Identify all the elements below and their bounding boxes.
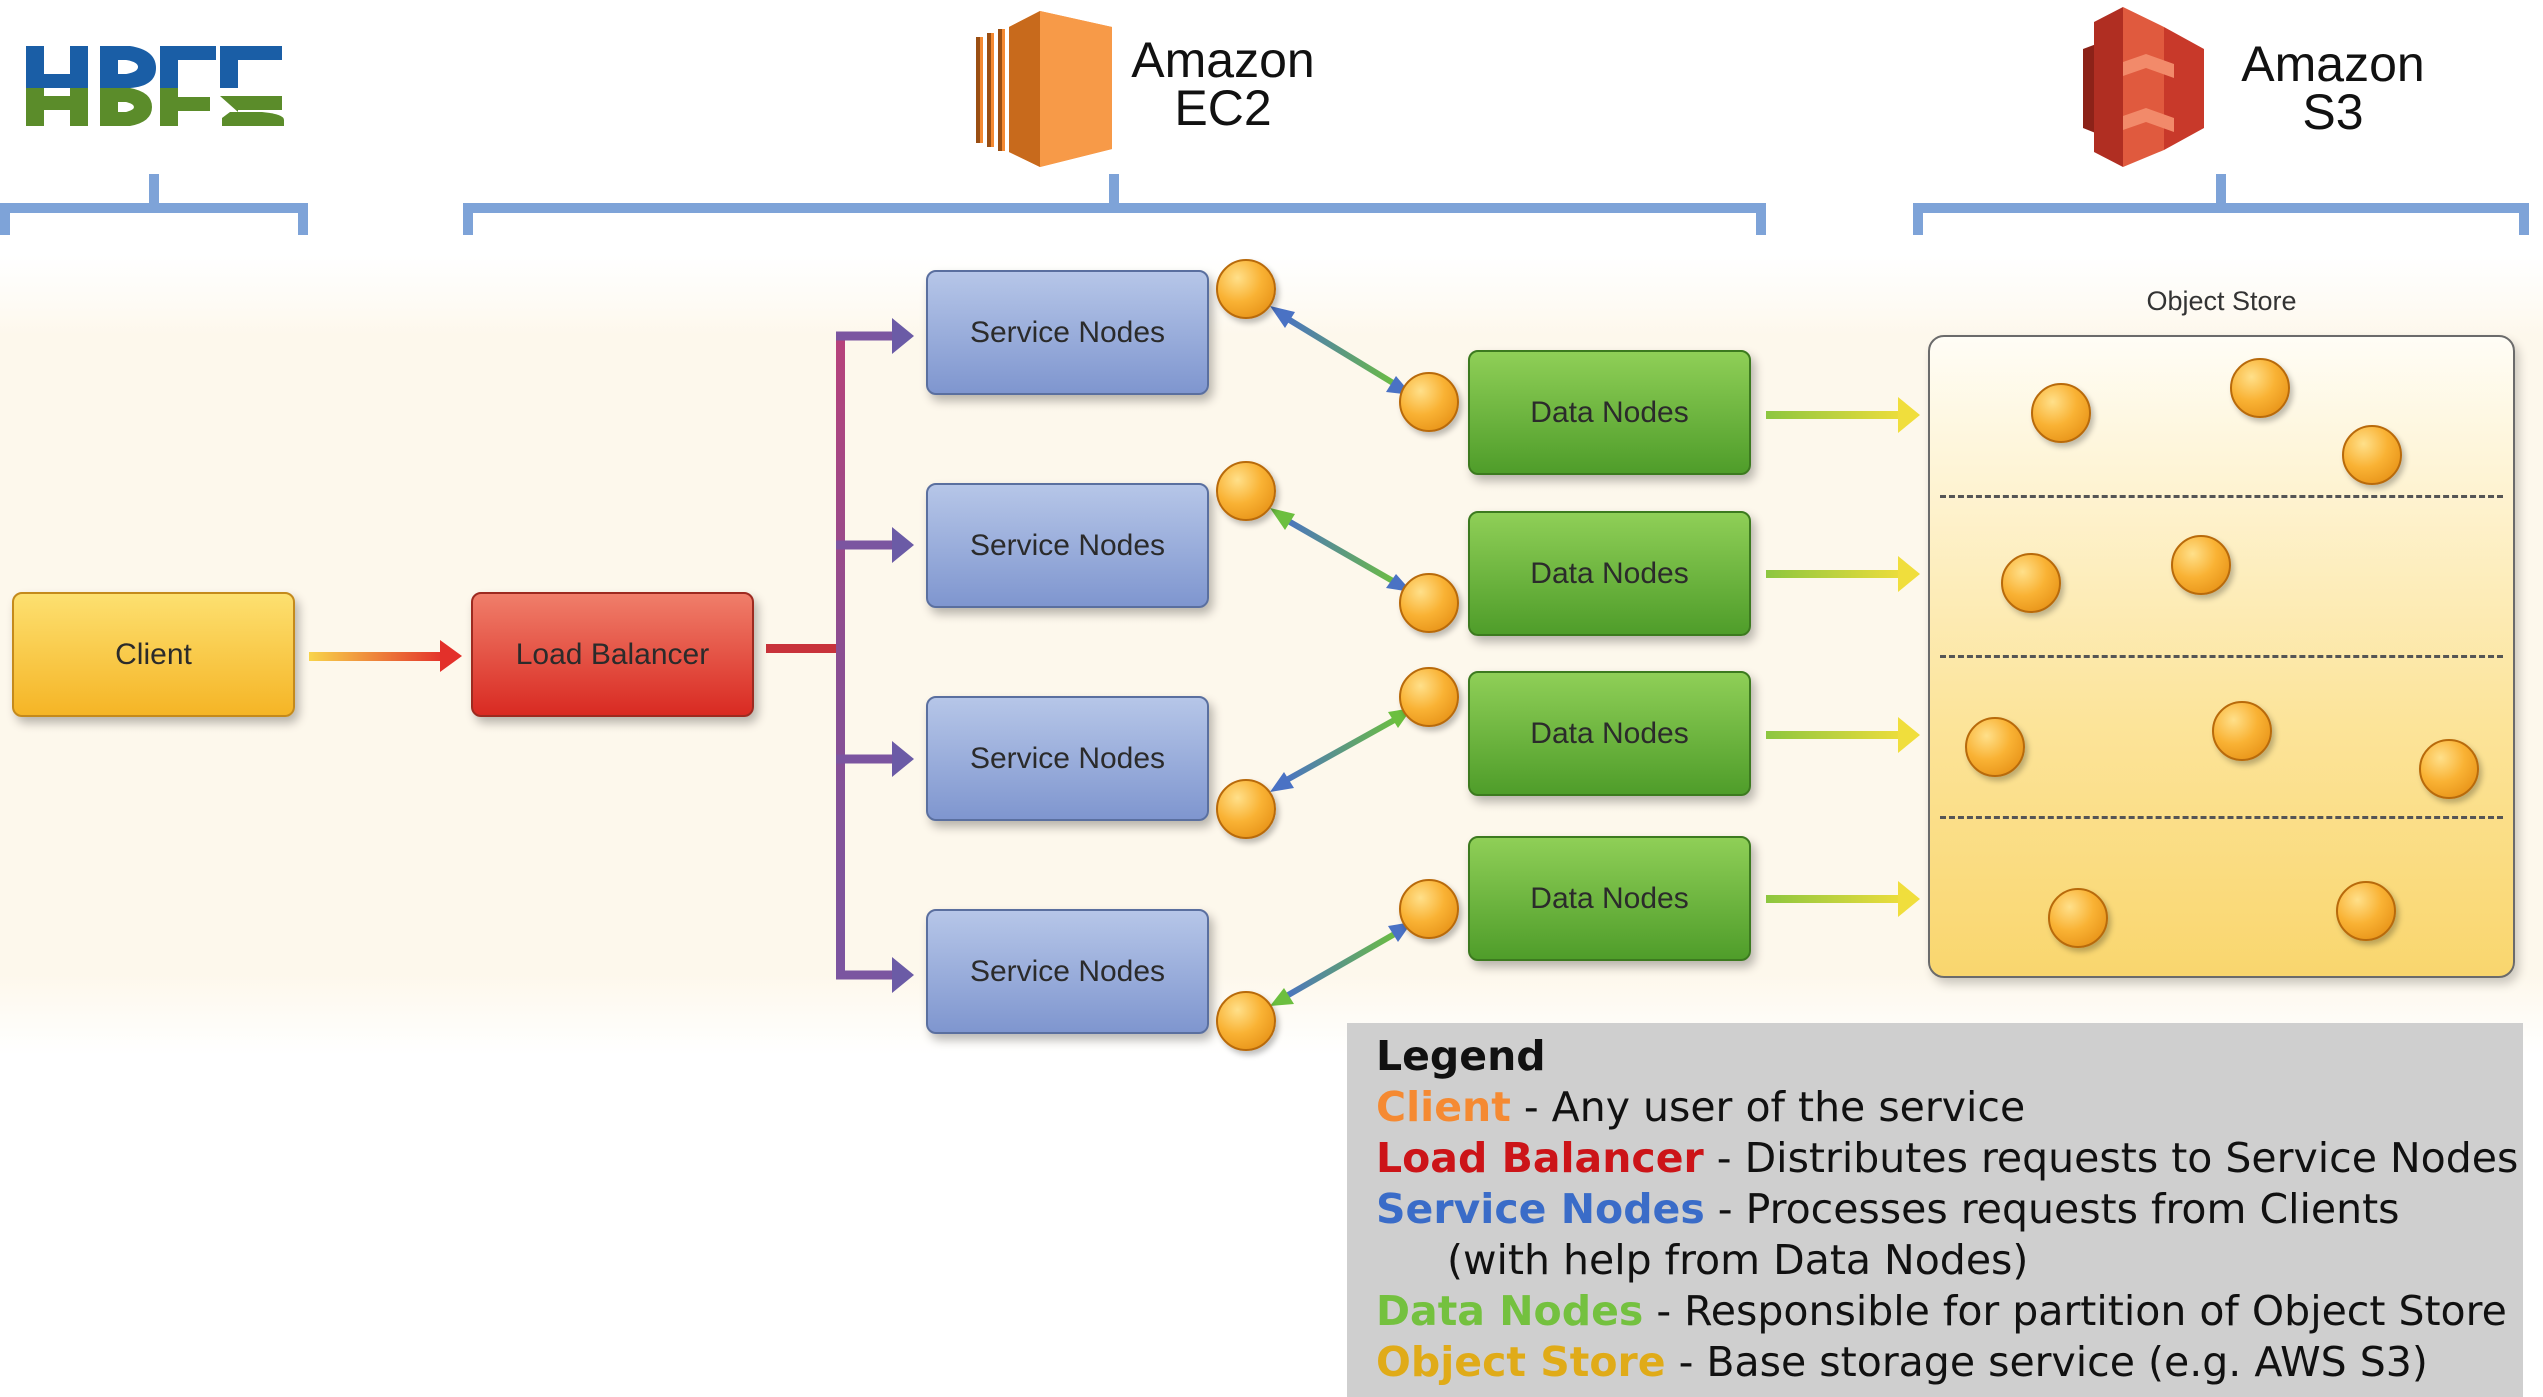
legend-title: Legend (1376, 1032, 1546, 1080)
legend-key: Load Balancer (1376, 1134, 1704, 1182)
service-node-4[interactable]: Service Nodes (926, 909, 1209, 1034)
amazon-s3-icon (2083, 7, 2204, 167)
legend-item-client: Client - Any user of the service (1376, 1082, 2523, 1133)
legend-key: Object Store (1376, 1338, 1666, 1386)
data-node-4[interactable]: Data Nodes (1468, 836, 1751, 961)
service-node-4-connector (1216, 991, 1276, 1051)
data-node-3[interactable]: Data Nodes (1468, 671, 1751, 796)
object-item[interactable] (2048, 888, 2108, 948)
object-item[interactable] (2342, 425, 2402, 485)
legend-item-data-nodes: Data Nodes - Responsible for partition o… (1376, 1286, 2523, 1337)
s3-title: Amazon S3 (2228, 36, 2438, 140)
data-node-4-connector (1399, 879, 1459, 939)
legend-desc: - Processes requests from Clients (1704, 1185, 2400, 1233)
service-node-2-connector (1216, 461, 1276, 521)
service-node-3-connector (1216, 779, 1276, 839)
object-store[interactable] (1928, 335, 2515, 978)
legend-item-load-balancer: Load Balancer - Distributes requests to … (1376, 1133, 2523, 1184)
object-item[interactable] (1965, 717, 2025, 777)
client-node[interactable]: Client (12, 592, 295, 717)
legend-item-service-nodes: Service Nodes - Processes requests from … (1376, 1184, 2523, 1235)
legend-key: Client (1376, 1083, 1511, 1131)
s3-title-line2: S3 (2302, 84, 2364, 140)
hdf5-bracket (0, 174, 308, 235)
legend-key: Data Nodes (1376, 1287, 1644, 1335)
service-node-1[interactable]: Service Nodes (926, 270, 1209, 395)
object-item[interactable] (2212, 701, 2272, 761)
amazon-ec2-icon (976, 11, 1112, 167)
object-item[interactable] (2001, 553, 2061, 613)
legend-desc: - Base storage service (e.g. AWS S3) (1665, 1338, 2428, 1386)
ec2-title: Amazon EC2 (1118, 32, 1328, 136)
legend-continuation: (with help from Data Nodes) (1447, 1236, 2029, 1284)
object-item[interactable] (2230, 358, 2290, 418)
datanode-to-store-arrows (1766, 397, 1920, 917)
service-node-3[interactable]: Service Nodes (926, 696, 1209, 821)
data-node-2-connector (1399, 573, 1459, 633)
data-node-3-connector (1399, 667, 1459, 727)
legend-desc: - Distributes requests to Service Nodes (1703, 1134, 2519, 1182)
object-item[interactable] (2031, 383, 2091, 443)
partition-divider (1940, 816, 2503, 819)
partition-divider (1940, 655, 2503, 658)
legend: Legend Client - Any user of the service … (1347, 1023, 2523, 1397)
object-item[interactable] (2336, 881, 2396, 941)
object-item[interactable] (2419, 739, 2479, 799)
s3-title-line1: Amazon (2241, 36, 2425, 92)
object-store-title: Object Store (2146, 286, 2297, 316)
data-node-1-connector (1399, 372, 1459, 432)
data-node-2[interactable]: Data Nodes (1468, 511, 1751, 636)
ec2-title-line2: EC2 (1174, 80, 1272, 136)
load-balancer-node[interactable]: Load Balancer (471, 592, 754, 717)
legend-desc: - Responsible for partition of Object St… (1643, 1287, 2507, 1335)
legend-item-object-store: Object Store - Base storage service (e.g… (1376, 1337, 2523, 1388)
lb-branch-arrows (766, 318, 914, 993)
object-item[interactable] (2171, 535, 2231, 595)
client-to-lb-arrow (309, 640, 462, 672)
service-data-links (1270, 306, 1412, 1006)
ec2-title-line1: Amazon (1131, 32, 1315, 88)
service-node-1-connector (1216, 259, 1276, 319)
s3-bracket (1913, 174, 2529, 235)
data-node-1[interactable]: Data Nodes (1468, 350, 1751, 475)
legend-desc: - Any user of the service (1510, 1083, 2026, 1131)
hdf5-logo-icon (26, 46, 284, 126)
service-node-2[interactable]: Service Nodes (926, 483, 1209, 608)
ec2-bracket (463, 174, 1766, 235)
legend-key: Service Nodes (1376, 1185, 1705, 1233)
partition-divider (1940, 495, 2503, 498)
